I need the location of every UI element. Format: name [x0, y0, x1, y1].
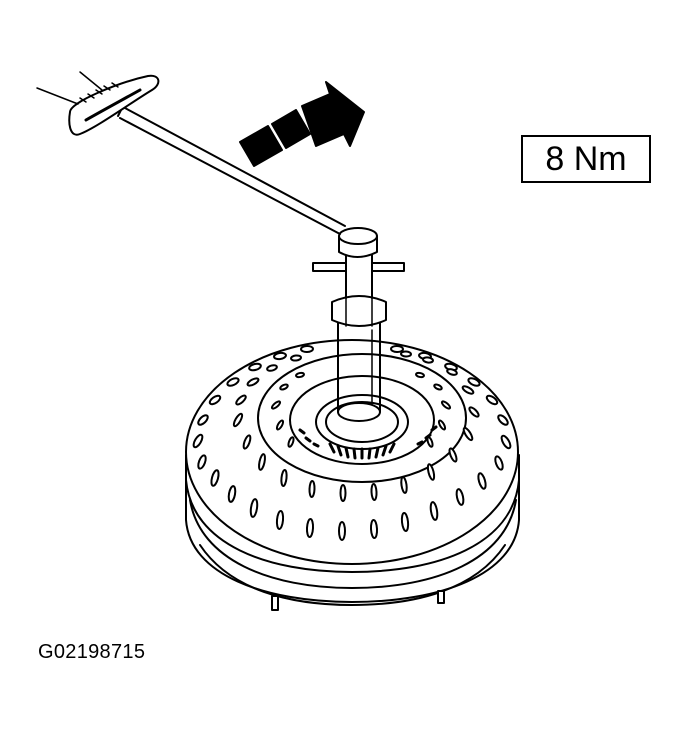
holding-tool — [312, 244, 405, 422]
converter-hub-inner — [325, 401, 399, 443]
handle-leader-line — [36, 87, 79, 105]
tool-hex-collar — [331, 295, 387, 327]
wrench-handle-slot — [84, 88, 142, 122]
rotation-direction-arrows — [239, 81, 365, 167]
tool-cross-pin — [312, 262, 405, 272]
converter-low-ring — [189, 499, 517, 589]
wrench-handle-ridges — [79, 82, 119, 103]
converter-hub-dashes — [298, 425, 438, 448]
converter-pilot-stud — [437, 590, 445, 604]
wrench-beam — [119, 107, 346, 235]
converter-top-face — [185, 339, 519, 565]
converter-inner-ring — [257, 353, 467, 483]
torque-spec-value: 8 Nm — [545, 139, 627, 178]
converter-pilot-stud — [271, 595, 279, 611]
converter-hub-splines — [328, 442, 396, 460]
converter-inner-vent-slots — [270, 371, 452, 448]
converter-outer-vent-slots — [192, 344, 512, 541]
torque-wrench — [36, 71, 378, 258]
converter-stator-ring — [289, 375, 435, 465]
handle-leader-line — [79, 71, 103, 91]
direction-arrow-segment — [239, 125, 283, 167]
torque-spec-label: 8 Nm — [521, 135, 651, 183]
tool-shaft — [337, 319, 381, 413]
wrench-socket-top — [338, 227, 378, 245]
direction-arrow-head — [301, 81, 365, 147]
direction-arrow-segment — [271, 109, 311, 149]
converter-mid-ring — [185, 479, 520, 573]
figure-id: G02198715 — [38, 641, 146, 663]
tool-shaft-base — [337, 402, 381, 422]
torque-converter — [185, 339, 520, 611]
converter-middle-vent-slots — [232, 350, 480, 502]
tool-hex-face-lines — [345, 295, 373, 327]
converter-base-ring — [199, 544, 506, 606]
